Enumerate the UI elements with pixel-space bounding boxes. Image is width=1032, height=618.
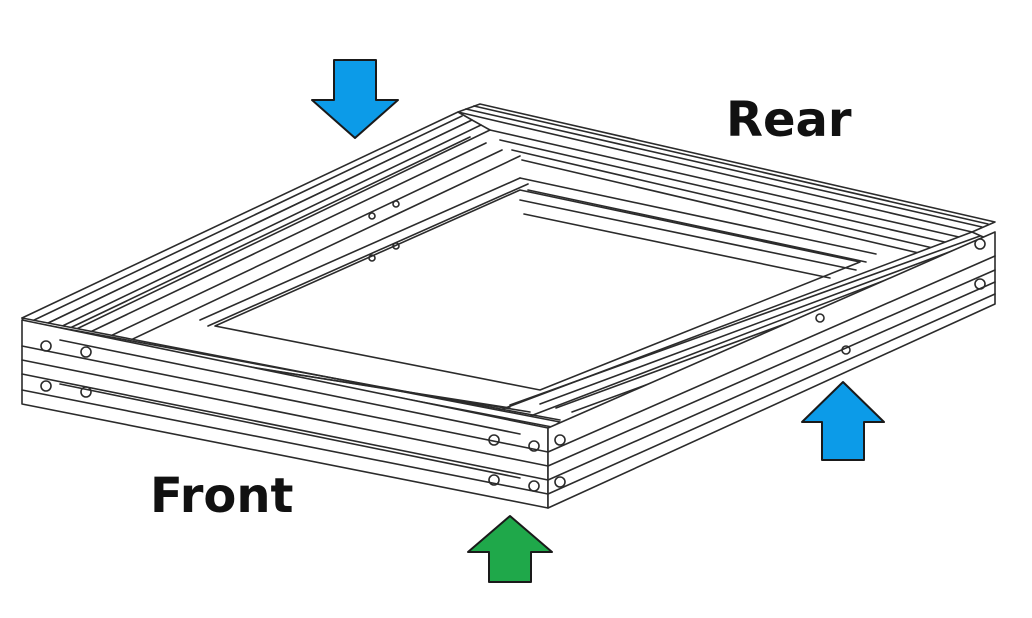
- right-face: [547, 231, 996, 509]
- front-up-arrow: [467, 515, 553, 583]
- rear-rail: [457, 103, 996, 259]
- rear-label: Rear: [726, 92, 852, 148]
- right-up-arrow: [801, 381, 885, 461]
- left-rail: [21, 111, 521, 347]
- front-face: [21, 319, 549, 509]
- rail-holes: [368, 200, 400, 262]
- right-rail: [499, 231, 991, 421]
- inner-opening: [199, 177, 877, 391]
- top-left-down-arrow: [311, 59, 399, 139]
- front-label: Front: [150, 468, 294, 524]
